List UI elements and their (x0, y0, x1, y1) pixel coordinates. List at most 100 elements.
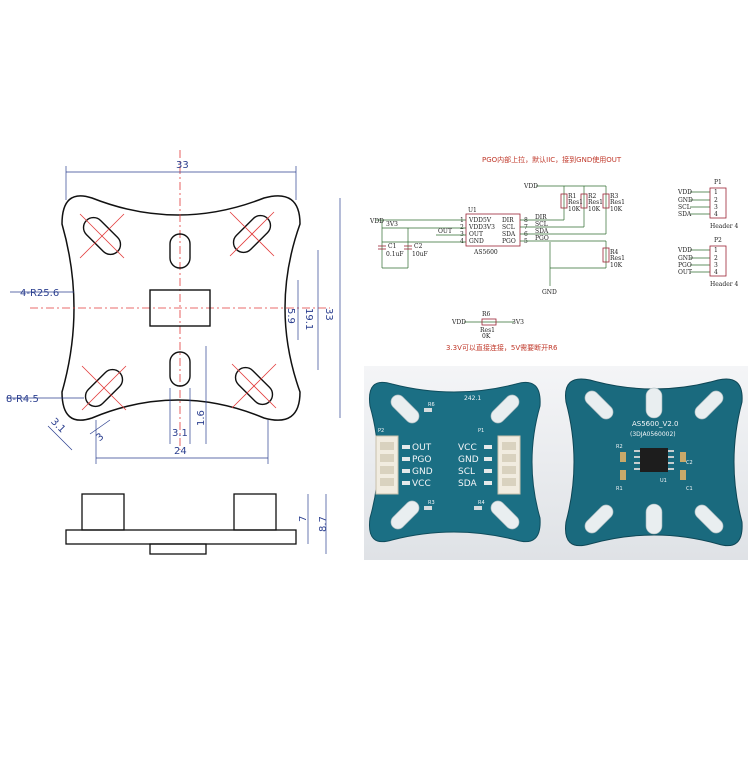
chip-pin-r2: SCL (502, 224, 515, 231)
r1-type: Res1 (568, 199, 583, 206)
net-sda: SDA (535, 228, 549, 235)
dim-slot-width: 3.1 (172, 428, 188, 439)
dim-side-h2: 8.7 (318, 516, 329, 532)
left-pin-out: OUT (412, 443, 432, 453)
net-vdd-bottom: VDD (451, 319, 466, 326)
chip-num-r2: 7 (524, 224, 528, 231)
net-3v3-bottom: 3V3 (512, 319, 524, 326)
schematic-components (378, 187, 727, 326)
r6-ref: R6 (482, 311, 491, 318)
chip-body (465, 213, 521, 247)
label-p1: P1 (478, 428, 484, 434)
p2-type: Header 4 (710, 281, 739, 288)
chip-pin-l4: GND (469, 238, 484, 245)
p2-pin2: GND (678, 255, 693, 262)
net-3v3-left: 3V3 (386, 221, 398, 228)
label-c1: C1 (686, 486, 693, 492)
right-pin-gnd: GND (458, 455, 479, 465)
chip-pin-r4: PGO (502, 238, 516, 245)
r1-ref: R1 (568, 193, 576, 200)
schematic: PGO内部上拉，默认IIC，接到GND使用OUT U1 AS5600 VDD5V… (364, 148, 748, 360)
label-c2: C2 (686, 460, 693, 466)
p2-num4: 4 (714, 269, 718, 276)
r4-value: 10K (610, 262, 623, 269)
r2-type: Res1 (588, 199, 603, 206)
dim-corner-radius: 4-R25.6 (20, 288, 59, 299)
r2-value: 10K (588, 206, 601, 213)
r1-value: 10K (568, 206, 581, 213)
net-gnd: GND (542, 289, 557, 296)
r6-value: 0K (482, 333, 491, 340)
r3-ref: R3 (610, 193, 619, 200)
as5600-chip (640, 448, 668, 472)
right-board-title: AS5600_V2.0 (632, 420, 678, 428)
p1-pin2: GND (678, 197, 693, 204)
r6-type: Res1 (480, 327, 495, 334)
right-pin-vcc: VCC (458, 443, 477, 453)
net-vdd-left: VDD (369, 218, 384, 225)
slot-top-center (169, 233, 191, 269)
net-out-left: OUT (438, 228, 452, 235)
chip-num-l3: 3 (460, 231, 464, 238)
c2-value: 10uF (412, 251, 428, 258)
net-dir: DIR (535, 214, 547, 221)
left-pin-vcc: VCC (412, 479, 431, 489)
p1-num4: 4 (714, 211, 718, 218)
r3-type: Res1 (610, 199, 625, 206)
p1-ref: P1 (714, 179, 722, 186)
chip-num-r1: 8 (524, 217, 528, 224)
c2-ref: C2 (414, 243, 423, 250)
board-photo-svg: OUT PGO GND VCC VCC GND SCL SDA R6 P2 P1… (364, 366, 748, 560)
chip-num-l4: 4 (460, 238, 464, 245)
schematic-note-top: PGO内部上拉，默认IIC，接到GND使用OUT (482, 155, 622, 164)
c1-value: 0.1uF (386, 251, 404, 258)
schematic-wires (376, 185, 710, 323)
label-u1: U1 (660, 478, 667, 484)
left-pin-gnd: GND (412, 467, 433, 477)
dim-diag-a: 3.1 (48, 416, 67, 435)
center-pad (149, 289, 211, 327)
chip-num-l2: 2 (460, 224, 464, 231)
c1-ref: C1 (388, 243, 396, 250)
r4-ref: R4 (610, 249, 619, 256)
dim-inner-gap: 5.9 (285, 308, 296, 324)
right-pin-sda: SDA (458, 479, 477, 489)
p2-pin4: OUT (678, 269, 692, 276)
r2-ref: R2 (588, 193, 597, 200)
slot-bottom-center (169, 351, 191, 387)
dim-slot-height: 1.6 (196, 410, 207, 426)
label-rev: 242.1 (464, 395, 481, 402)
mechanical-drawing-svg: 33 4-R25.6 8-R4.5 33 19.1 5.9 24 3.1 1.6… (6, 150, 341, 555)
right-pin-scl: SCL (458, 467, 475, 477)
dim-width-top: 33 (176, 160, 189, 171)
r4-type: Res1 (610, 255, 625, 262)
dim-diag-b: 3 (94, 431, 106, 444)
r3-value: 10K (610, 206, 623, 213)
dim-height-right: 33 (323, 308, 334, 321)
p2-num3: 3 (714, 262, 718, 269)
label-r4: R4 (478, 500, 485, 506)
left-pin-pgo: PGO (412, 455, 432, 465)
label-p2: P2 (378, 428, 384, 434)
p2-num1: 1 (714, 247, 718, 254)
chip-num-l1: 1 (460, 217, 464, 224)
label-r1: R1 (616, 486, 623, 492)
chip-pin-r1: DIR (502, 217, 514, 224)
mechanical-drawing: 33 4-R25.6 8-R4.5 33 19.1 5.9 24 3.1 1.6… (0, 120, 360, 570)
chip-pin-l3: OUT (469, 231, 483, 238)
dim-hole-radius: 8-R4.5 (6, 394, 39, 405)
net-scl: SCL (535, 221, 548, 228)
schematic-svg: PGO内部上拉，默认IIC，接到GND使用OUT U1 AS5600 VDD5V… (369, 155, 739, 352)
net-pgo: PGO (535, 235, 549, 242)
chip-pin-r3: SDA (502, 231, 516, 238)
dim-inner-height: 19.1 (303, 308, 314, 330)
p1-pin4: SDA (678, 211, 692, 218)
chip-pin-l1: VDD5V (468, 217, 492, 224)
net-vdd-top: VDD (523, 183, 538, 190)
dim-side-h1: 7 (298, 516, 309, 522)
p1-num3: 3 (714, 204, 718, 211)
p1-pin1: VDD (677, 189, 692, 196)
label-r3: R3 (428, 500, 435, 506)
p2-pin3: PGO (678, 262, 692, 269)
label-r2: R2 (616, 444, 623, 450)
